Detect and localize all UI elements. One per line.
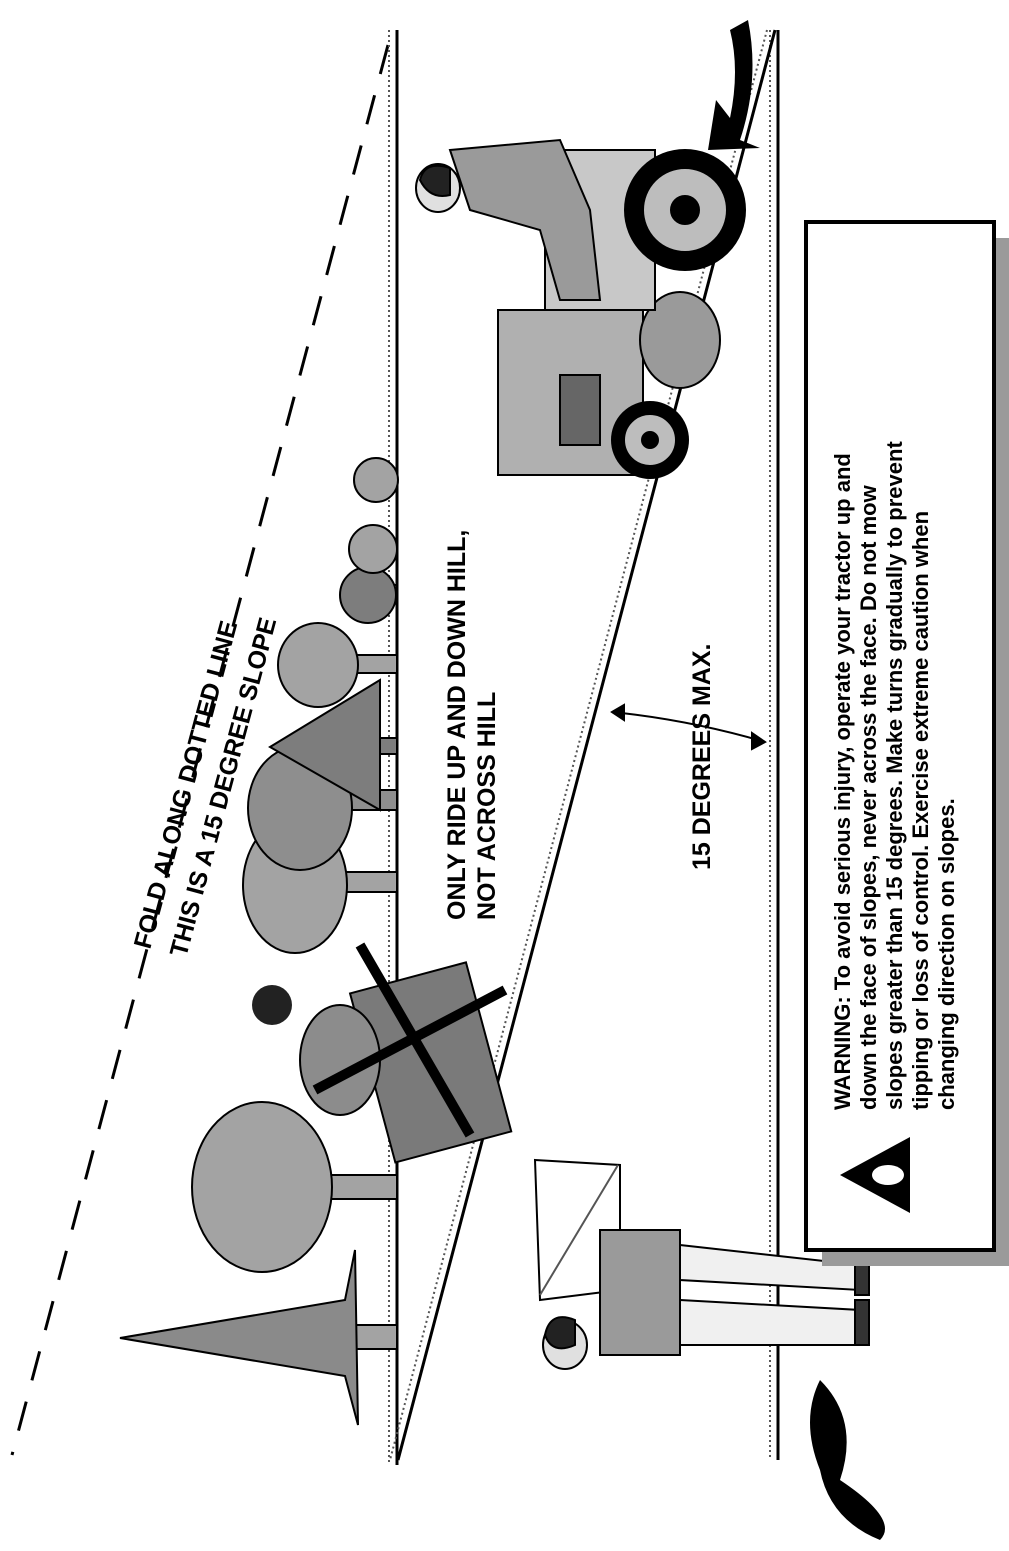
warning-line-5: changing direction on slopes. [934, 798, 959, 1110]
warning-box: WARNING: To avoid serious injury, operat… [804, 220, 1009, 1266]
pine-tree-icon [119, 1249, 398, 1426]
round-tree-icon [348, 524, 398, 574]
ride-instruction-label: ONLY RIDE UP AND DOWN HILL, [443, 530, 471, 920]
ride-instruction-label: NOT ACROSS HILL [473, 692, 501, 920]
round-tree-icon [191, 1101, 398, 1273]
warning-line-1: WARNING: To avoid serious injury, operat… [830, 453, 855, 1110]
warning-triangle-icon [840, 1137, 910, 1213]
warning-line-3: slopes greater than 15 degrees. Make tur… [882, 441, 907, 1110]
warning-line-2: down the face of slopes, never across th… [856, 484, 881, 1110]
warning-line-4: tipping or loss of control. Exercise ext… [908, 511, 933, 1110]
across-hill-tractor-crossed [252, 942, 513, 1164]
downhill-arrow-icon [708, 20, 760, 150]
max-angle-label: 15 DEGREES MAX. [688, 644, 716, 870]
slope-line [389, 29, 777, 1461]
angle-indicator [610, 703, 767, 751]
person-holding-gauge [533, 1158, 870, 1370]
round-tree-icon [353, 457, 399, 503]
fold-dashed-line [10, 44, 390, 1456]
pine-tree-icon [268, 678, 398, 812]
tree-row [119, 457, 399, 1426]
cross-mark [355, 942, 475, 1138]
person-shadow [810, 1380, 885, 1540]
round-tree-icon [277, 622, 398, 708]
head [252, 985, 292, 1025]
round-tree-icon [339, 566, 398, 624]
up-down-hill-tractor [415, 138, 746, 479]
lower-ground-line [769, 30, 780, 1460]
